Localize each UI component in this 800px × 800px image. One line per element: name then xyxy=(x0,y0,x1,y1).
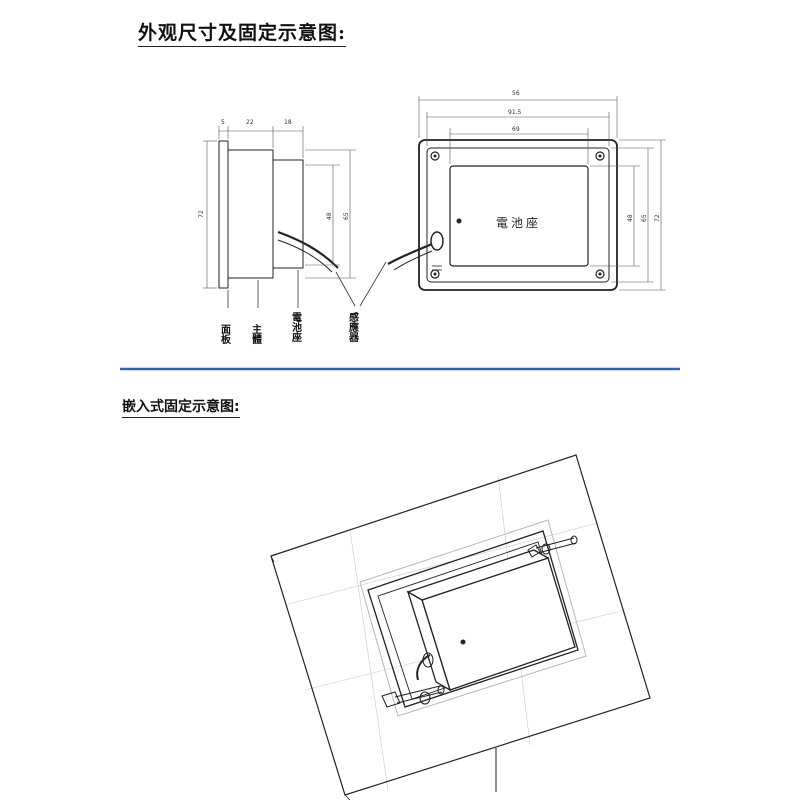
battery-cover xyxy=(449,165,589,267)
indicator-dot xyxy=(456,218,462,224)
battery-seat-label: 電池座 xyxy=(496,215,541,230)
embed-heading: 嵌入式固定示意图: xyxy=(122,396,240,418)
embed-indicator-dot xyxy=(460,639,466,645)
side-dim-top-1: 5 xyxy=(221,119,225,126)
label-sensor: 感應器 xyxy=(347,311,360,343)
front-view xyxy=(387,96,666,291)
mounting-board xyxy=(270,454,651,796)
device-box-side xyxy=(406,590,452,692)
side-dim-top-3: 18 xyxy=(284,119,292,126)
embed-view xyxy=(270,454,651,800)
label-main-body: 主體 xyxy=(250,323,262,345)
front-dim-height-1: 48 xyxy=(627,214,634,222)
dimensions-heading-text: 外观尺寸及固定示意图: xyxy=(138,22,347,44)
side-dim-top-2: 22 xyxy=(246,119,254,126)
panel-plate xyxy=(218,140,229,289)
side-dim-height-2: 48 xyxy=(326,212,333,220)
cable-grommet xyxy=(430,231,444,251)
front-dim-width-3: 69 xyxy=(512,126,520,133)
screw-hole-tl xyxy=(430,151,440,161)
front-dim-width-1: 56 xyxy=(512,90,520,97)
front-dim-height-3: 72 xyxy=(654,214,661,222)
side-dim-height-1: 72 xyxy=(198,210,205,218)
side-dim-height-3: 65 xyxy=(343,212,350,220)
dimensions-heading: 外观尺寸及固定示意图: xyxy=(138,18,347,47)
outer-frame xyxy=(418,139,618,291)
battery-seat-body xyxy=(272,159,304,269)
front-dim-height-2: 65 xyxy=(641,214,648,222)
mount-clip-bottom xyxy=(381,685,445,708)
main-body xyxy=(227,149,274,279)
label-panel: 面板 xyxy=(219,324,231,345)
device-frame xyxy=(367,530,579,708)
side-cable xyxy=(277,230,339,269)
side-view xyxy=(203,126,387,308)
screw-hole-tr xyxy=(595,151,605,161)
front-cable xyxy=(387,242,433,265)
screw-hole-br xyxy=(595,269,605,279)
inner-frame xyxy=(426,147,610,283)
embed-cable xyxy=(416,654,431,681)
label-battery-seat: 電池座 xyxy=(290,312,303,343)
mount-clip-top xyxy=(527,535,578,558)
embed-heading-text: 嵌入式固定示意图: xyxy=(122,399,240,415)
front-dim-width-2: 91.5 xyxy=(508,109,522,116)
panel-cutout xyxy=(359,519,587,717)
